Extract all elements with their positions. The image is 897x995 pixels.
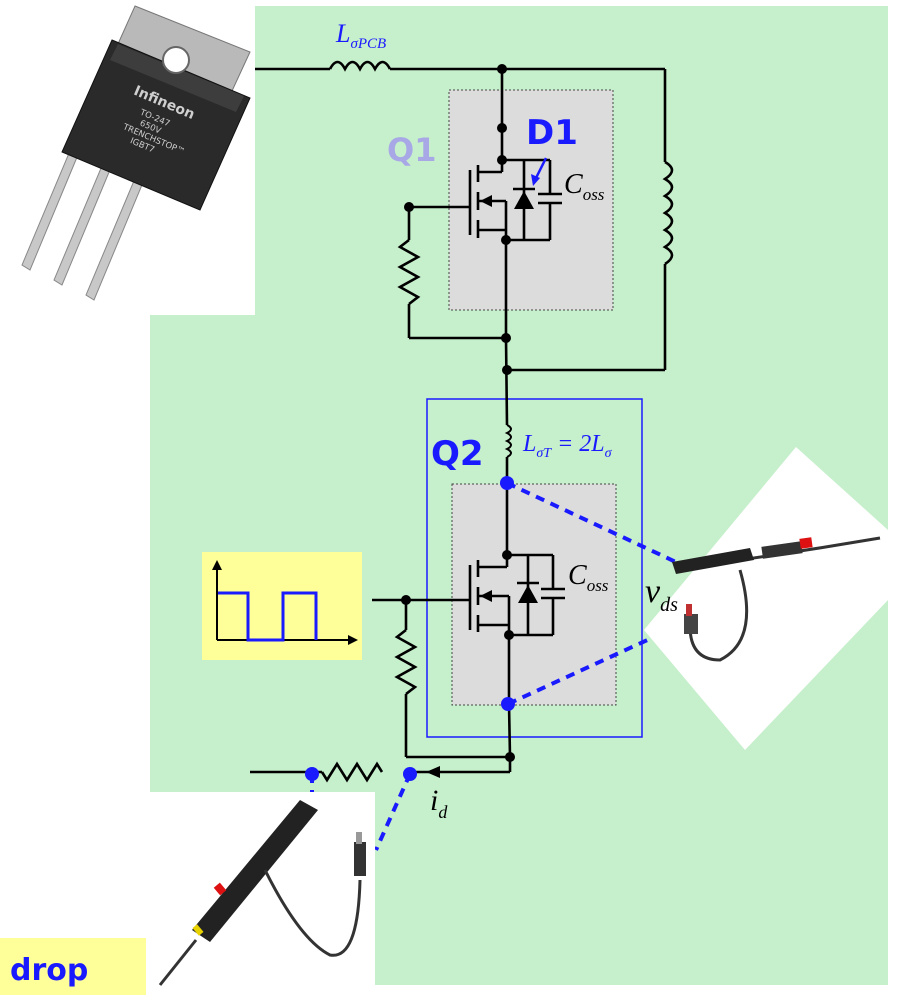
- probe-points: [305, 476, 515, 781]
- current-arrow: [426, 766, 440, 778]
- gate-drive-waveform: [202, 552, 362, 660]
- oscilloscope-probe-icon: [644, 447, 888, 750]
- q1-package-box: [448, 89, 614, 311]
- id-label: id: [430, 784, 448, 822]
- drop-label-box: [0, 938, 146, 995]
- coss-top-label: Coss: [564, 169, 605, 204]
- to247-package-icon: Infineon TO-247 650V TRENCHSTOP™ IGBT7: [21, 5, 251, 301]
- wiring: [250, 60, 674, 783]
- q2-mosfet-symbol: [468, 553, 565, 637]
- junction-dots: [401, 64, 515, 762]
- q1-label: Q1: [387, 131, 436, 169]
- vds-label: vds: [645, 573, 678, 616]
- coss-bottom-label: Coss: [568, 560, 609, 595]
- l-t-label: LσT = 2Lσ: [522, 431, 613, 461]
- d1-label: D1: [526, 113, 578, 153]
- q2-label: Q2: [431, 434, 484, 474]
- drop-label: drop: [10, 953, 88, 988]
- d1-pointer-arrow: [531, 157, 548, 186]
- q2-frame: [426, 398, 643, 738]
- oscilloscope-probe-icon: [150, 792, 375, 986]
- l-pcb-label: LσPCB: [335, 19, 386, 52]
